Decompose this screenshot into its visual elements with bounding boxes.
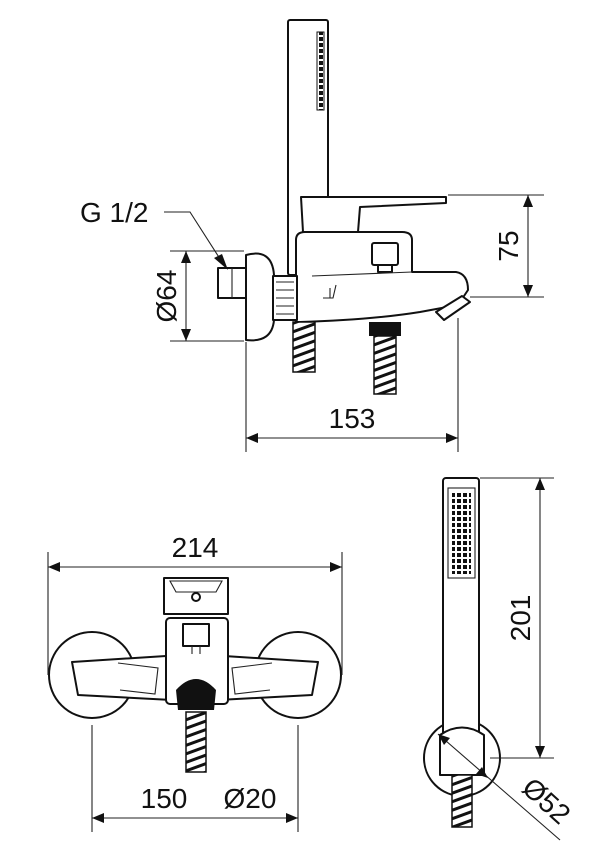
- shower-length-label: 201: [505, 595, 536, 642]
- hose-left: [292, 321, 316, 373]
- projection-label: 153: [329, 403, 376, 434]
- hose-right-nut: [369, 322, 401, 336]
- thread-label: G 1/2: [80, 197, 148, 228]
- side-view: G 1/2 Ø64 75 153: [80, 19, 544, 452]
- shower-nozzles: [452, 492, 471, 574]
- front-hose: [185, 711, 207, 773]
- mixer-body: [295, 231, 469, 323]
- shower-hose: [451, 774, 473, 828]
- overall-width-label: 214: [172, 532, 219, 563]
- spout-height-label: 75: [493, 230, 524, 261]
- hose-right: [373, 335, 397, 395]
- holder-diameter-label: Ø52: [516, 772, 576, 830]
- front-outlet: [176, 679, 216, 710]
- front-diverter: [182, 623, 210, 647]
- lever-handle: [300, 196, 447, 233]
- body-mark: [323, 284, 337, 299]
- body-line: [311, 271, 413, 277]
- hand-shower-view: 201 Ø52: [423, 477, 576, 841]
- pipe-diameter-label: Ø20: [224, 783, 277, 814]
- front-view: 214 150 Ø20: [47, 532, 343, 832]
- diverter-stem: [377, 264, 393, 273]
- wall-flange: [245, 252, 275, 342]
- centers-label: 150: [141, 783, 188, 814]
- hand-shower-nozzles: [316, 31, 325, 111]
- spout-outlet: [435, 295, 471, 321]
- diverter-knob: [371, 242, 399, 266]
- flange-diameter-label: Ø64: [151, 270, 182, 323]
- shower-face: [447, 487, 476, 579]
